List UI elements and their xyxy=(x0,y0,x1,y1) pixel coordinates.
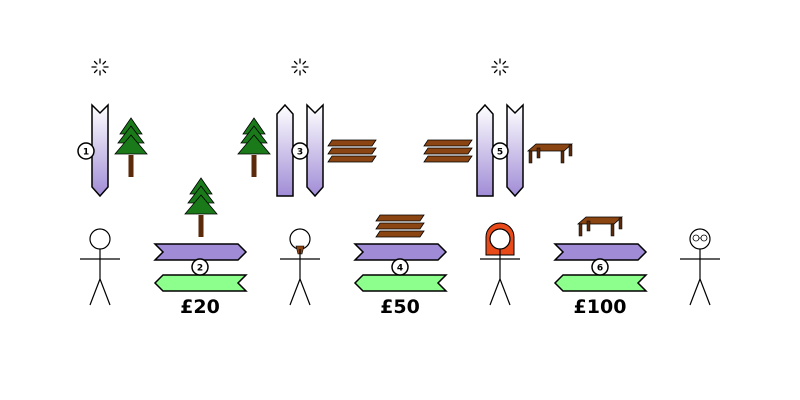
person-sawmill-worker xyxy=(279,228,321,306)
glasses-icon xyxy=(692,234,708,242)
step-number-3: 3 xyxy=(297,148,303,158)
planks-icon xyxy=(424,140,472,162)
table-icon xyxy=(577,216,623,237)
value-arrow-1 xyxy=(91,103,109,198)
planks-icon xyxy=(376,215,424,237)
value-arrow-3a xyxy=(276,103,294,197)
step-number-4: 4 xyxy=(397,264,403,274)
person-carpenter xyxy=(479,222,521,306)
step-number-2: 2 xyxy=(197,264,203,274)
step-number-6: 6 xyxy=(597,264,603,274)
price-label-3: £100 xyxy=(574,296,627,318)
sparkle-icon xyxy=(91,58,109,76)
goods-arrow-6 xyxy=(553,243,648,261)
money-arrow-6 xyxy=(553,274,648,292)
hooded-person-icon xyxy=(489,228,511,250)
value-arrow-5a xyxy=(476,103,494,197)
plain-person-icon xyxy=(89,228,111,250)
person-forester xyxy=(79,228,121,306)
step-number-1: 1 xyxy=(83,148,89,158)
goods-arrow-2 xyxy=(153,243,248,261)
step-badge-4: 4 xyxy=(391,258,409,276)
step-badge-2: 2 xyxy=(191,258,209,276)
person-customer xyxy=(679,228,721,306)
tree-icon xyxy=(184,177,218,238)
step-badge-3: 3 xyxy=(291,142,309,160)
price-label-1: £20 xyxy=(180,296,220,318)
goods-arrow-4 xyxy=(353,243,448,261)
step-badge-6: 6 xyxy=(591,258,609,276)
value-arrow-5b xyxy=(506,103,524,198)
sparkle-icon xyxy=(291,58,309,76)
step-number-5: 5 xyxy=(497,148,503,158)
table-icon xyxy=(527,143,573,164)
planks-icon xyxy=(328,140,376,162)
tree-icon xyxy=(114,117,148,178)
value-arrow-3b xyxy=(306,103,324,198)
money-arrow-4 xyxy=(353,274,448,292)
sparkle-icon xyxy=(491,58,509,76)
price-label-2: £50 xyxy=(380,296,420,318)
step-badge-5: 5 xyxy=(491,142,509,160)
tree-icon xyxy=(237,117,271,178)
money-arrow-2 xyxy=(153,274,248,292)
step-badge-1: 1 xyxy=(77,142,95,160)
